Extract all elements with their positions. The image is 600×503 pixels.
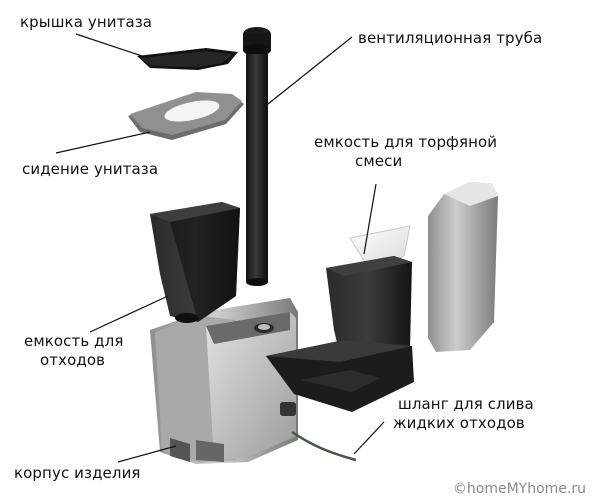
side-cover <box>428 182 498 352</box>
drain-tray <box>266 340 414 412</box>
label-waste-tank-line2: отходов <box>40 351 106 369</box>
label-body: корпус изделия <box>14 464 141 482</box>
label-lid: крышка унитаза <box>20 13 153 31</box>
label-peat-tank-line1: емкость для торфяной <box>314 133 498 151</box>
label-seat: сидение унитаза <box>22 160 159 178</box>
leader-vent-pipe <box>267 36 353 105</box>
leader-lines <box>55 33 385 463</box>
ventilation-pipe <box>243 27 271 286</box>
label-hose-line1: шланг для слива <box>398 395 534 413</box>
leader-seat <box>55 131 151 154</box>
toilet-body <box>150 298 298 464</box>
label-waste-tank-line1: емкость для <box>24 332 124 350</box>
toilet-lid <box>137 48 238 70</box>
leader-lid <box>75 33 149 59</box>
drain-hose <box>291 430 357 462</box>
waste-container <box>150 202 240 323</box>
watermark: ©homeMYhome.ru <box>452 481 586 497</box>
label-vent-pipe: вентиляционная труба <box>358 29 543 47</box>
leader-hose <box>353 421 385 455</box>
leader-peat-tank <box>363 183 377 255</box>
label-hose-line2: жидких отходов <box>393 414 525 432</box>
leader-waste-tank <box>89 295 169 333</box>
toilet-seat <box>128 92 244 140</box>
leader-body <box>117 445 177 463</box>
label-peat-tank-line2: смеси <box>355 152 403 170</box>
